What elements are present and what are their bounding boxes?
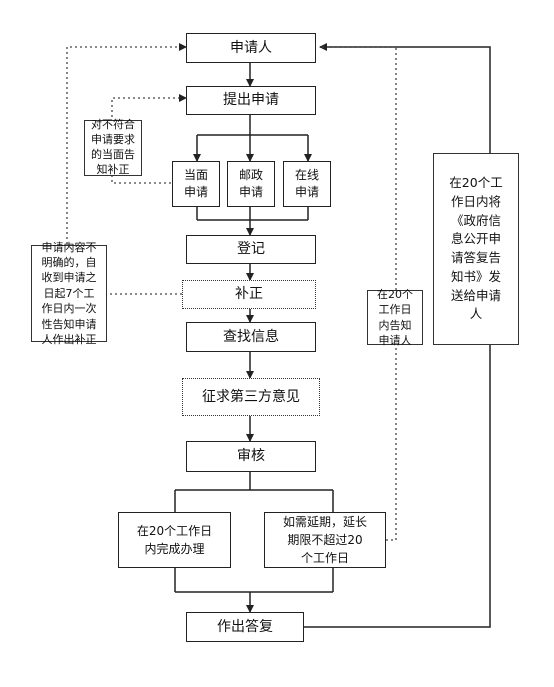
note-unclear: 申请内容不 明确的，自 收到申请之 日起7个工 作日内一次 性告知申请 人作出补… — [31, 241, 107, 346]
node-register-label: 登记 — [237, 241, 265, 258]
edge-send-notice-to-applicant — [319, 43, 491, 153]
node-submit-label: 提出申请 — [223, 92, 279, 109]
note-nonconforming: 对不符合 申请要求 的当面告 知补正 — [84, 118, 142, 176]
edge-reply-feedback-right — [304, 345, 491, 628]
node-review-label: 审核 — [237, 448, 265, 465]
edge-dotted-notify-applicant — [320, 46, 397, 290]
note-send-notice: 在20个工 作日内将 《政府信 息公开申 请答复告 知书》发 送给申请 人 — [433, 153, 519, 345]
node-reply: 作出答复 — [186, 612, 304, 642]
node-reply-label: 作出答复 — [217, 618, 273, 635]
node-in-person: 当面 申请 — [172, 161, 220, 207]
node-extension: 如需延期，延长 期限不超过20 个工作日 — [264, 512, 386, 568]
node-submit: 提出申请 — [186, 86, 316, 115]
node-by-mail-label: 邮政 申请 — [238, 167, 263, 199]
node-applicant: 申请人 — [186, 33, 316, 63]
node-in-person-label: 当面 申请 — [183, 167, 208, 199]
node-register: 登记 — [186, 235, 316, 264]
note-nonconforming-label: 对不符合 申请要求 的当面告 知补正 — [91, 118, 135, 176]
note-notify-extension-label: 在20个 工作日 内告知 申请人 — [377, 287, 413, 347]
node-find-info: 查找信息 — [186, 322, 316, 352]
node-complete-20-label: 在20个工作日 内完成办理 — [136, 524, 213, 556]
node-supplement-label: 补正 — [235, 286, 263, 303]
note-send-notice-label: 在20个工 作日内将 《政府信 息公开申 请答复告 知书》发 送给申请 人 — [449, 175, 503, 322]
node-online-label: 在线 申请 — [294, 167, 319, 199]
node-applicant-label: 申请人 — [230, 39, 272, 56]
node-complete-20: 在20个工作日 内完成办理 — [118, 512, 231, 568]
note-notify-extension: 在20个 工作日 内告知 申请人 — [367, 288, 423, 347]
node-review: 审核 — [186, 441, 316, 472]
note-unclear-label: 申请内容不 明确的，自 收到申请之 日起7个工 作日内一次 性告知申请 人作出补… — [41, 240, 97, 346]
node-by-mail: 邮政 申请 — [227, 161, 275, 207]
node-extension-label: 如需延期，延长 期限不超过20 个工作日 — [282, 515, 367, 565]
node-third-party-label: 征求第三方意见 — [202, 388, 300, 405]
node-find-info-label: 查找信息 — [223, 328, 279, 345]
node-online: 在线 申请 — [283, 161, 331, 207]
edge-dotted-extension-notify — [386, 345, 397, 541]
node-supplement: 补正 — [182, 280, 316, 309]
node-third-party: 征求第三方意见 — [182, 378, 320, 416]
